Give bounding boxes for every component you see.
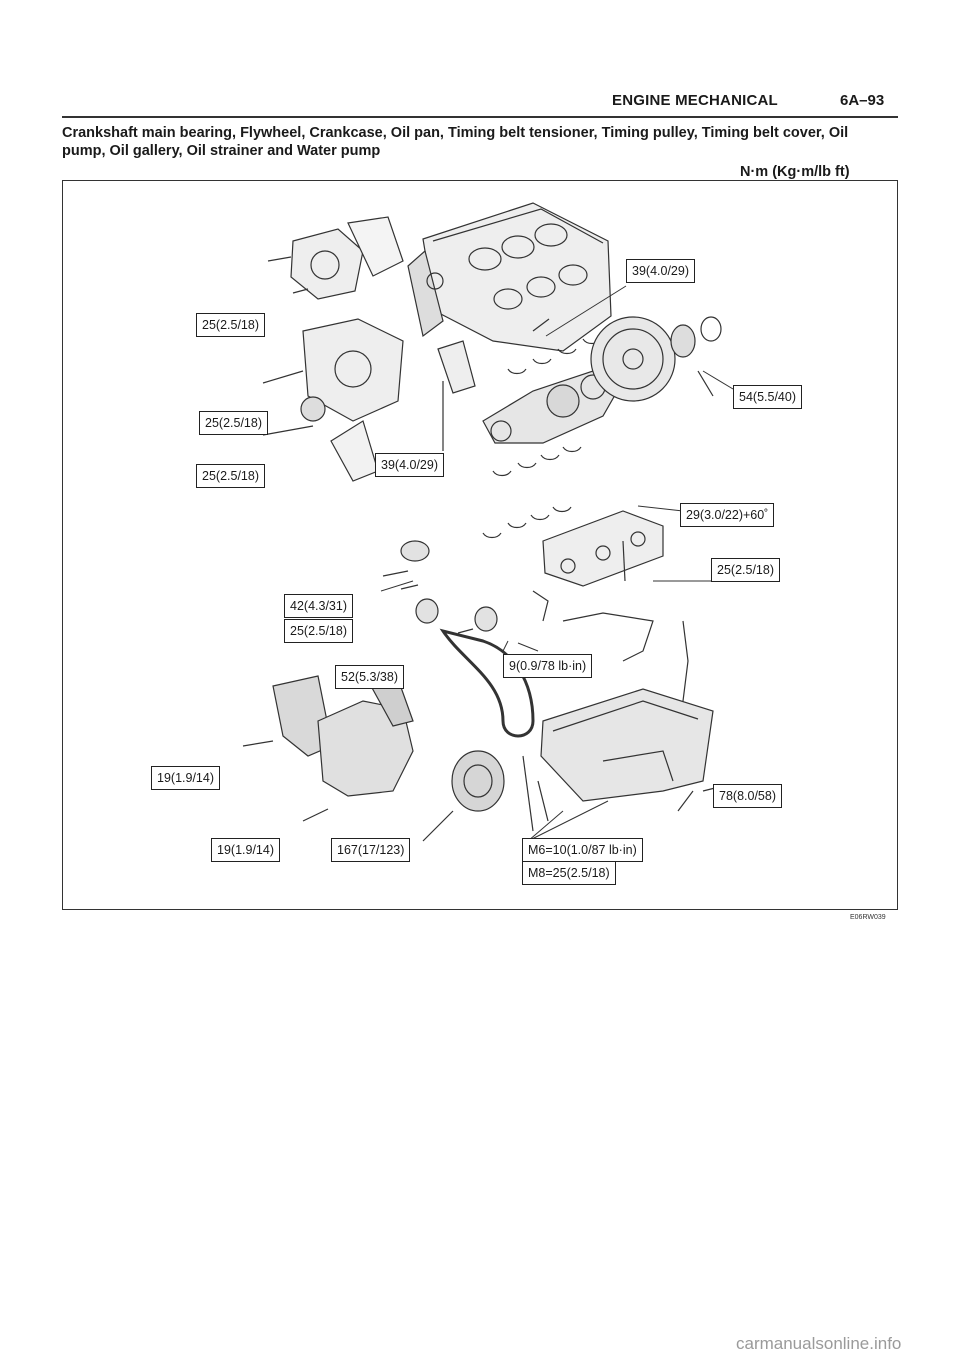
page-number: 6A–93 [840, 92, 885, 109]
figure-reference-code: E06RW039 [850, 914, 886, 921]
torque-label-crankcase-bolt: 39(4.0/29) [626, 259, 695, 283]
oil-pump-drawing [262, 318, 404, 482]
torque-label-pulley-bolt: 52(5.3/38) [335, 665, 404, 689]
torque-label-tensioner-bolt: 42(4.3/31) [284, 594, 353, 618]
torque-units: N·m (Kg·m/lb ft) [740, 164, 850, 180]
torque-label-main-bearing-cap-bolt: 39(4.0/29) [375, 453, 444, 477]
crank-pulley-drawing [422, 750, 505, 842]
bearing-cap-drawing [437, 318, 550, 451]
figure-caption: Crankshaft main bearing, Flywheel, Crank… [62, 125, 849, 159]
torque-label-belt-cover-bolt-lower: 19(1.9/14) [211, 838, 280, 862]
torque-label-drain-plug: 78(8.0/58) [713, 784, 782, 808]
section-title: ENGINE MECHANICAL [612, 92, 778, 109]
oil-pan-drawing [522, 688, 724, 832]
torque-label-oil-pan-m6: M6=10(1.0/87 lb·in) [522, 838, 643, 862]
bearing-shells-lower [482, 446, 582, 539]
water-pump-drawing [267, 216, 404, 300]
torque-label-tensioner-bracket-bolt: 25(2.5/18) [284, 619, 353, 643]
crankshaft-drawing [482, 370, 624, 444]
torque-label-water-pump-bolt: 25(2.5/18) [196, 313, 265, 337]
torque-label-flywheel-bolt: 54(5.5/40) [733, 385, 802, 409]
header-rule [62, 116, 898, 118]
torque-label-crank-pulley-bolt: 167(17/123) [331, 838, 411, 862]
torque-label-oil-pump-bolt: 25(2.5/18) [199, 411, 268, 435]
torque-label-gallery-stud: 9(0.9/78 lb·in) [503, 654, 593, 678]
torque-label-belt-cover-bolt-upper: 19(1.9/14) [151, 766, 220, 790]
cylinder-block-drawing [407, 202, 612, 352]
torque-label-oil-gallery-bolt: 29(3.0/22)+60˚ [680, 503, 775, 527]
leader-lines [380, 285, 734, 842]
torque-label-oil-pump-bolt-lower: 25(2.5/18) [196, 464, 265, 488]
exploded-view-drawing [242, 202, 734, 842]
torque-label-oil-strainer-bolt: 25(2.5/18) [711, 558, 780, 582]
flywheel-drawing [590, 316, 722, 402]
belt-tensioner-drawing [382, 540, 498, 634]
exploded-view-figure: 25(2.5/18) 39(4.0/29) 54(5.5/40) 25(2.5/… [62, 180, 898, 910]
torque-label-oil-pan-m8: M8=25(2.5/18) [522, 861, 616, 885]
timing-belt-drawing [439, 628, 535, 738]
watermark: carmanualsonline.info [736, 1334, 902, 1353]
oil-gallery-drawing [542, 510, 664, 587]
timing-belt-cover-drawing [242, 675, 414, 822]
